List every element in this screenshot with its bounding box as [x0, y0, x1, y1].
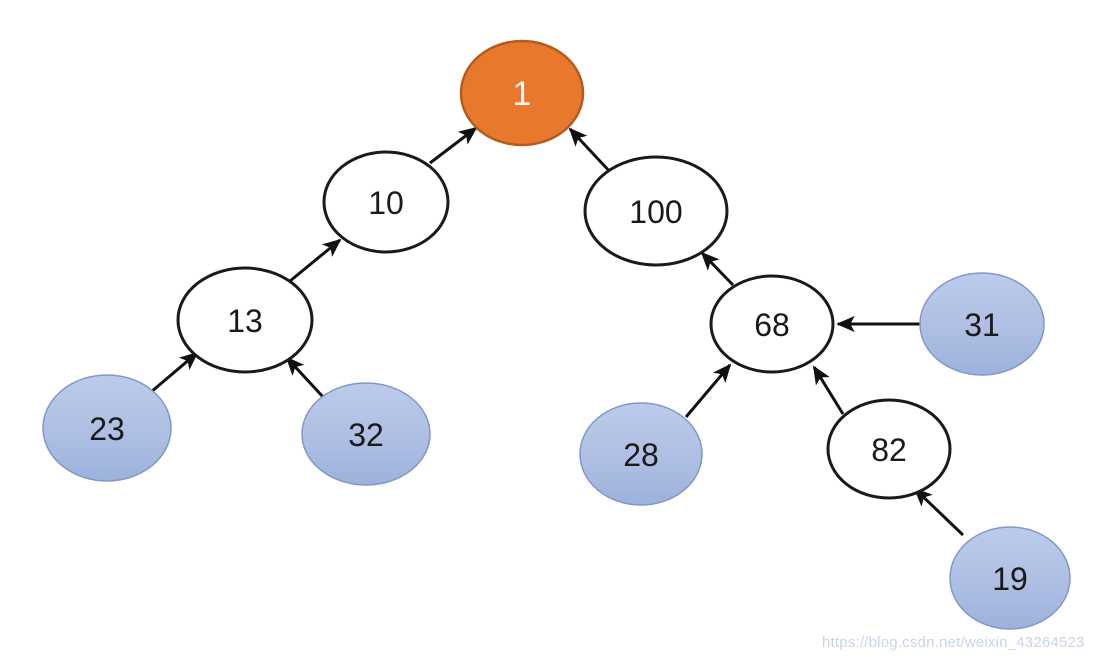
node-label-13: 13: [227, 303, 263, 339]
node-68[interactable]: 68: [709, 274, 835, 374]
nodes-layer: 1 10 100 13 68 23 32 28 31 82 19: [42, 39, 1071, 630]
node-label-10: 10: [368, 185, 404, 221]
node-shape-100: [583, 155, 729, 267]
node-32[interactable]: 32: [301, 382, 431, 486]
node-shape-31: [919, 272, 1045, 376]
edge-n100-to-n1: [568, 127, 614, 176]
node-label-19: 19: [992, 561, 1028, 597]
node-label-68: 68: [754, 307, 790, 343]
edge-n19-to-n82: [913, 487, 965, 537]
node-shape-23: [42, 374, 172, 482]
node-label-23: 23: [89, 411, 125, 447]
edge-n13-to-n10: [289, 238, 342, 283]
edge-n23-to-n13: [150, 351, 199, 394]
node-19[interactable]: 19: [949, 526, 1071, 630]
node-100[interactable]: 100: [583, 155, 729, 267]
node-label-1: 1: [513, 75, 532, 113]
node-1[interactable]: 1: [459, 39, 585, 147]
node-label-31: 31: [964, 307, 1000, 343]
node-shape-10: [322, 150, 450, 254]
node-23[interactable]: 23: [42, 374, 172, 482]
node-shape-1: [459, 39, 585, 147]
node-label-100: 100: [629, 194, 682, 230]
node-shape-19: [949, 526, 1071, 630]
node-shape-32: [301, 382, 431, 486]
edges-layer: [150, 126, 965, 537]
edge-n28-to-n68: [684, 363, 732, 418]
node-82[interactable]: 82: [826, 398, 952, 500]
node-shape-13: [176, 266, 314, 374]
edge-n68-to-n100: [700, 251, 735, 287]
node-label-28: 28: [623, 437, 659, 473]
edge-n82-to-n68: [812, 365, 845, 415]
node-13[interactable]: 13: [176, 266, 314, 374]
node-10[interactable]: 10: [322, 150, 450, 254]
node-shape-68: [709, 274, 835, 374]
node-shape-28: [579, 402, 703, 506]
node-shape-82: [826, 398, 952, 500]
edge-n32-to-n13: [285, 356, 326, 400]
node-31[interactable]: 31: [919, 272, 1045, 376]
node-label-32: 32: [348, 417, 384, 453]
watermark-label: https://blog.csdn.net/weixin_43264523: [822, 634, 1085, 651]
edge-n10-to-n1: [429, 126, 478, 165]
node-label-82: 82: [871, 432, 907, 468]
node-28[interactable]: 28: [579, 402, 703, 506]
